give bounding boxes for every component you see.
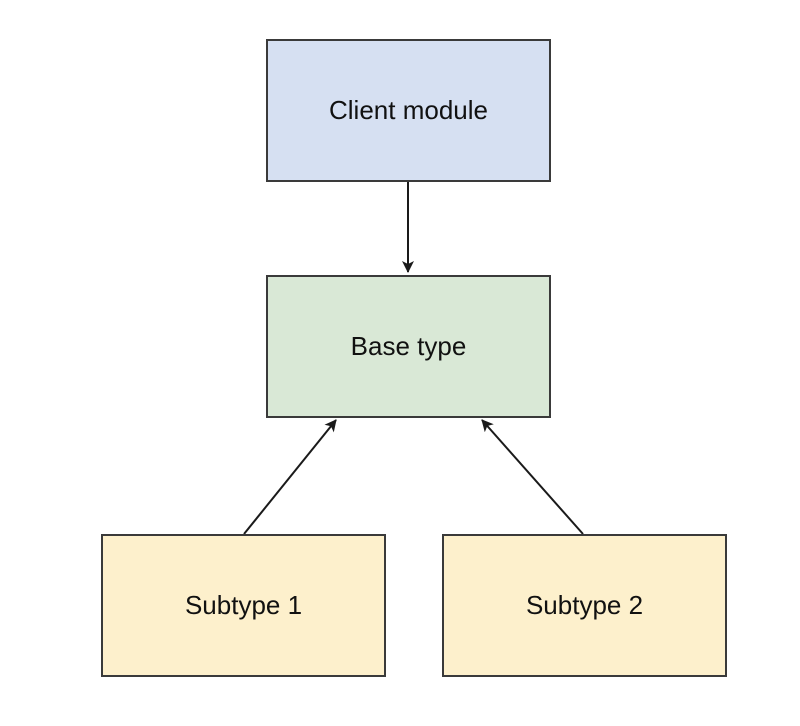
base-type-box: Base type bbox=[266, 275, 551, 418]
subtype-1-label: Subtype 1 bbox=[184, 590, 303, 620]
arrow-subtype2-to-base bbox=[481, 419, 584, 535]
subtype-1-box: Subtype 1 bbox=[101, 534, 386, 677]
client-module-box: Client module bbox=[266, 39, 551, 182]
client-module-label: Client module bbox=[329, 95, 488, 125]
arrow-subtype1-to-base bbox=[243, 419, 337, 535]
base-type-label: Base type bbox=[350, 331, 467, 361]
subtype-2-box: Subtype 2 bbox=[442, 534, 727, 677]
subtype-2-label: Subtype 2 bbox=[525, 590, 644, 620]
